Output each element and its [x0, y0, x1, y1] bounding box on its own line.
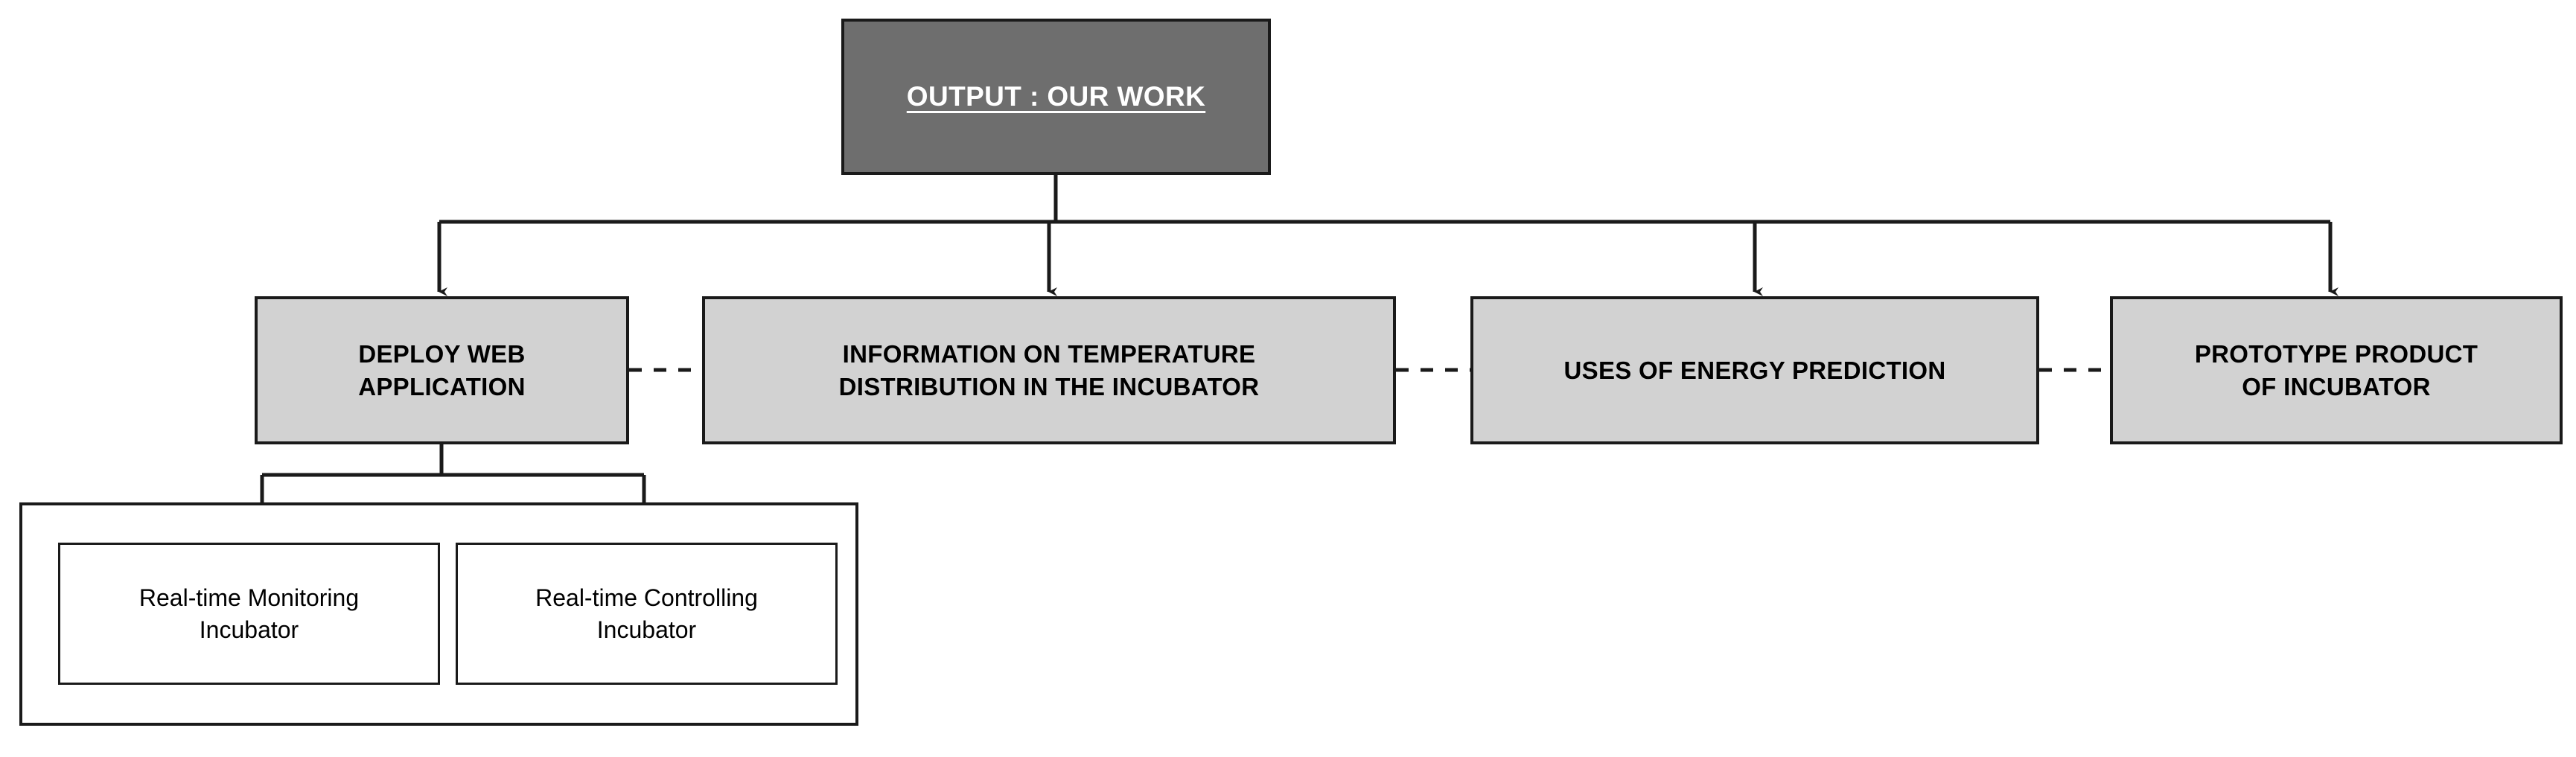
node-deploy-web-application[interactable]: DEPLOY WEB APPLICATION — [255, 296, 629, 444]
node-real-time-monitoring-incubator[interactable]: Real-time Monitoring Incubator — [58, 543, 440, 685]
node-deploy-label: DEPLOY WEB APPLICATION — [358, 339, 526, 400]
node-root-label: OUTPUT : OUR WORK — [906, 80, 1206, 112]
node-real-time-controlling-incubator[interactable]: Real-time Controlling Incubator — [456, 543, 838, 685]
node-prototype-label: PROTOTYPE PRODUCT OF INCUBATOR — [2194, 339, 2478, 400]
node-uses-of-energy-prediction[interactable]: USES OF ENERGY PREDICTION — [1470, 296, 2039, 444]
node-information-on-temperature-distribution[interactable]: INFORMATION ON TEMPERATURE DISTRIBUTION … — [702, 296, 1396, 444]
node-output-our-work[interactable]: OUTPUT : OUR WORK — [841, 19, 1271, 175]
node-energy-label: USES OF ENERGY PREDICTION — [1563, 356, 1946, 384]
node-monitoring-label: Real-time Monitoring Incubator — [138, 584, 360, 643]
node-tempinfo-label: INFORMATION ON TEMPERATURE DISTRIBUTION … — [838, 339, 1260, 400]
node-prototype-product-of-incubator[interactable]: PROTOTYPE PRODUCT OF INCUBATOR — [2110, 296, 2563, 444]
node-controlling-label: Real-time Controlling Incubator — [535, 584, 758, 643]
